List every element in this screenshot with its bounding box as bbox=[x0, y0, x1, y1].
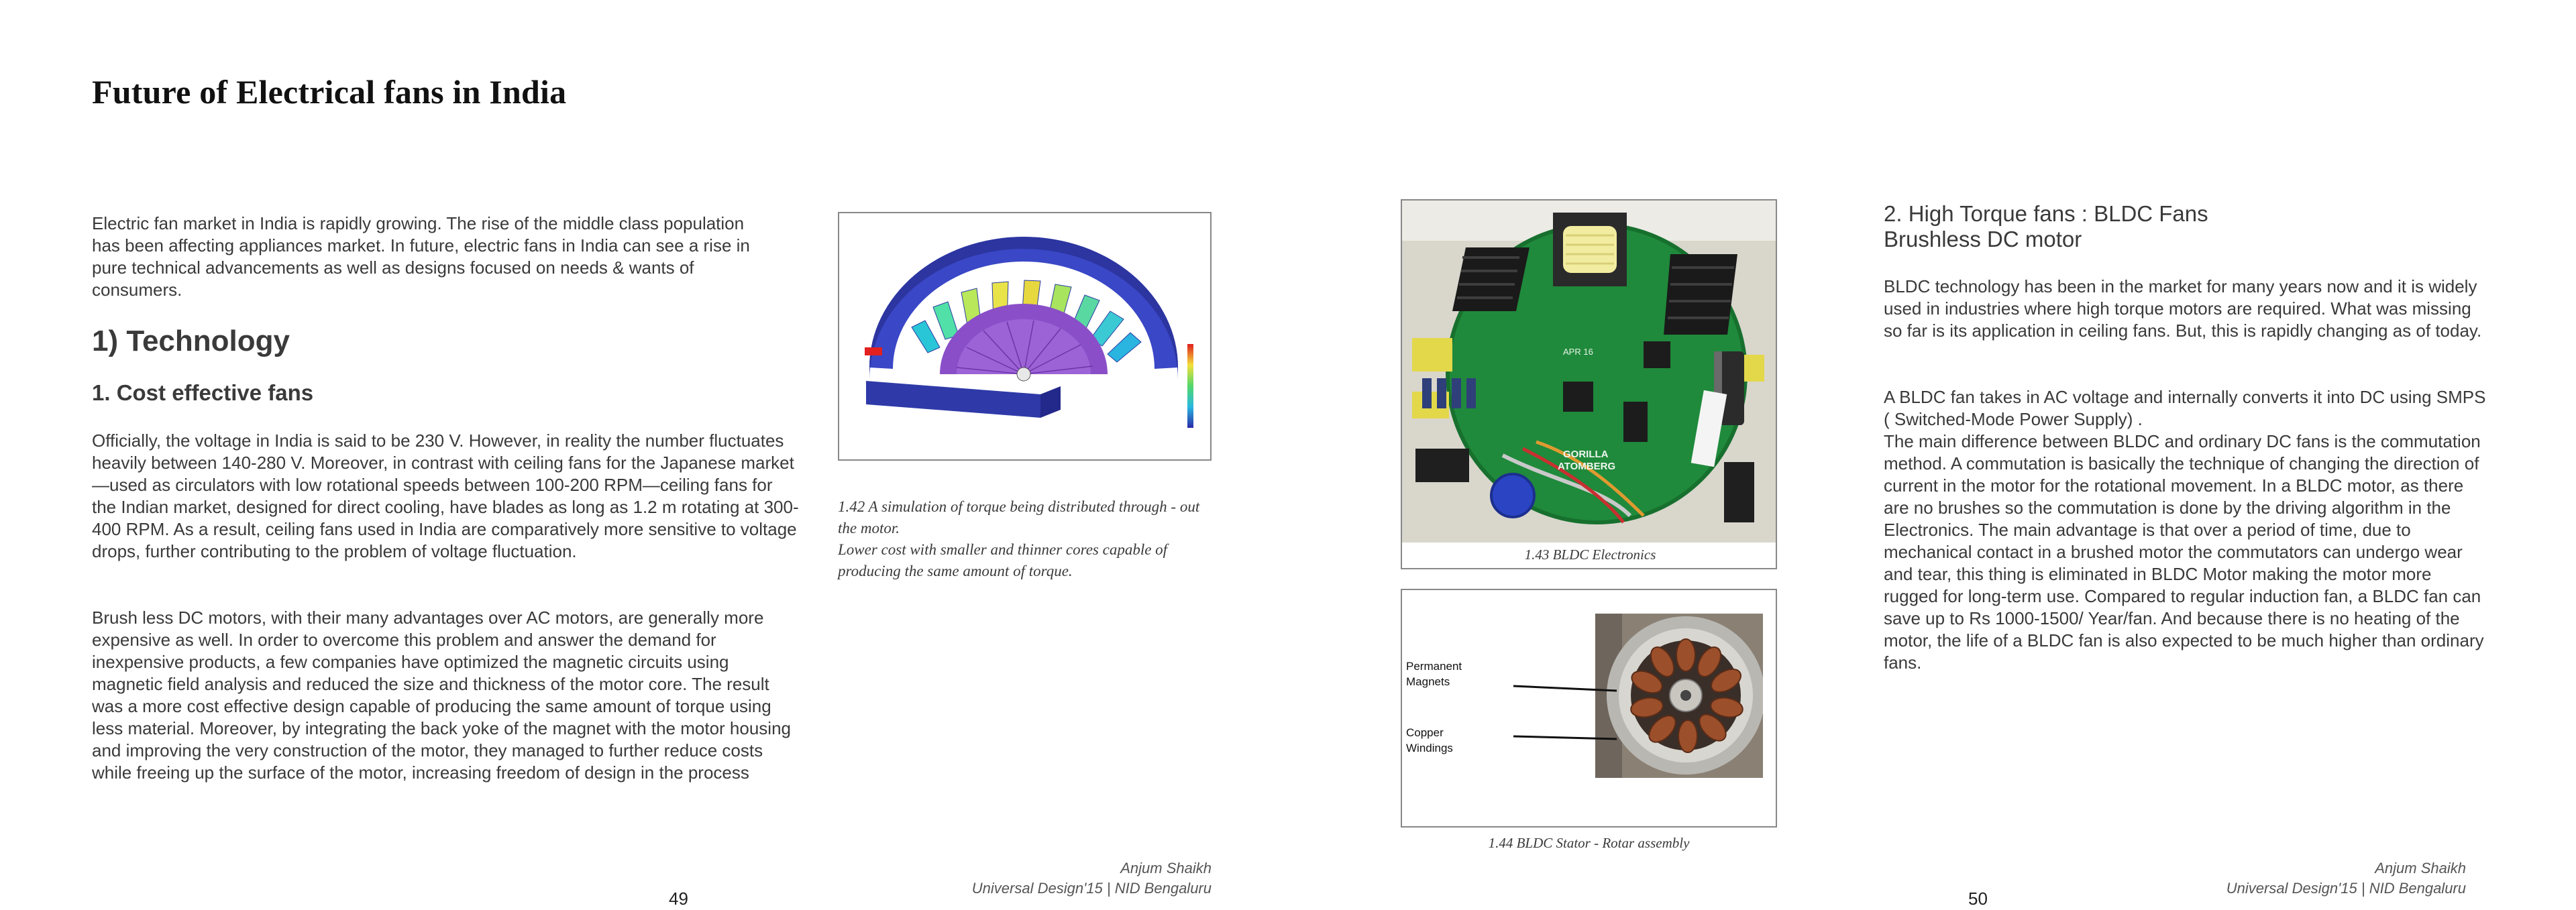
torque-simulation-image bbox=[865, 237, 1193, 428]
page-title: Future of Electrical fans in India bbox=[92, 73, 567, 111]
section-subheading-bldc: Brushless DC motor bbox=[1884, 227, 2082, 251]
footer-institution: Universal Design'15 | NID Bengaluru bbox=[2226, 880, 2466, 897]
figure-caption-1-42: 1.42 A simulation of torque being distri… bbox=[838, 498, 1200, 579]
footer-author: Anjum Shaikh bbox=[1120, 860, 1212, 876]
stator-rotor-photo bbox=[1595, 614, 1763, 778]
page-49: Future of Electrical fans in India Elect… bbox=[92, 73, 1212, 909]
bldc-paragraph-1: BLDC technology has been in the market f… bbox=[1884, 276, 2482, 341]
pcb-brand-label-2: ATOMBERG bbox=[1558, 461, 1615, 472]
pcb-date-label: APR 16 bbox=[1563, 347, 1593, 357]
page-number: 49 bbox=[669, 889, 688, 909]
cost-paragraph-1: Officially, the voltage in India is said… bbox=[92, 431, 799, 561]
bldc-stator-figure: Permanent Magnets Copper Windings bbox=[1401, 589, 1777, 828]
footer-author: Anjum Shaikh bbox=[2375, 860, 2466, 876]
pcb-brand-label-1: GORILLA bbox=[1563, 449, 1609, 460]
bldc-pcb-photo: APR 16 GORILLA ATOMBERG bbox=[1402, 201, 1776, 543]
bldc-electronics-figure: APR 16 GORILLA ATOMBERG 1.43 BLDC Electr… bbox=[1401, 199, 1777, 569]
intro-paragraph: Electric fan market in India is rapidly … bbox=[92, 213, 750, 300]
page-50: APR 16 GORILLA ATOMBERG 1.43 BLDC Electr… bbox=[1288, 0, 2576, 910]
footer-credit: Anjum Shaikh Universal Design'15 | NID B… bbox=[872, 858, 1212, 899]
figure-caption-1-43: 1.43 BLDC Electronics bbox=[1524, 547, 1656, 563]
torque-simulation-figure bbox=[838, 212, 1212, 461]
footer-credit: Anjum Shaikh Universal Design'15 | NID B… bbox=[2127, 858, 2466, 899]
footer-institution: Universal Design'15 | NID Bengaluru bbox=[971, 880, 1212, 897]
section-heading-bldc: 2. High Torque fans : BLDC Fans bbox=[1884, 201, 2208, 226]
figure-caption-1-44: 1.44 BLDC Stator - Rotar assembly bbox=[1488, 835, 1690, 851]
label-permanent-magnets: Permanent Magnets bbox=[1406, 660, 1462, 688]
page-number: 50 bbox=[1968, 889, 1988, 909]
subsection-heading-cost-effective: 1. Cost effective fans bbox=[92, 380, 314, 405]
color-scale-bar bbox=[1187, 344, 1193, 428]
cost-paragraph-2: Brush less DC motors, with their many ad… bbox=[92, 608, 791, 783]
bldc-paragraph-2: A BLDC fan takes in AC voltage and inter… bbox=[1884, 387, 2486, 673]
section-heading-technology: 1) Technology bbox=[92, 325, 290, 357]
label-copper-windings: Copper Windings bbox=[1406, 726, 1453, 754]
